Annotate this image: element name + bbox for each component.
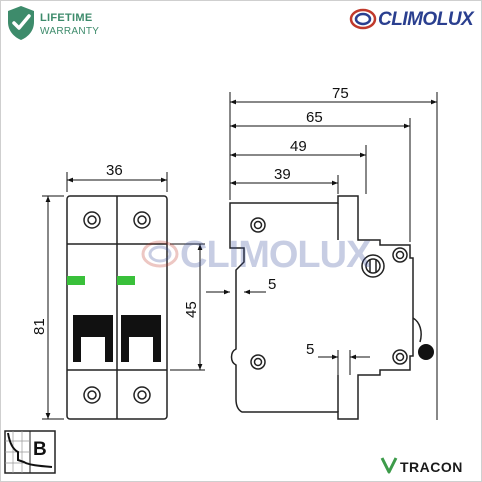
brand-logo: CLIMOLUX: [348, 7, 478, 31]
toggle-levers: [73, 315, 161, 362]
dim-side-65: 65: [306, 109, 323, 126]
dim-side-75: 75: [332, 85, 349, 102]
side-screw-bottom-right: [392, 349, 408, 365]
screw-bottom-right: [133, 386, 151, 404]
front-view: [66, 195, 168, 420]
side-view: [229, 195, 422, 420]
shield-check-icon: [8, 6, 34, 40]
climolux-logo-icon: [349, 8, 377, 30]
lifetime-warranty-badge: LIFETIME WARRANTY: [6, 4, 104, 44]
tracon-logo: TRACON: [380, 456, 480, 478]
side-body: [229, 195, 414, 420]
indicator-right: [117, 276, 135, 285]
indicator-left: [67, 276, 85, 285]
dim-side-39: 39: [274, 166, 291, 183]
dim-front-height: 81: [31, 318, 48, 335]
dim-side-5-top: 5: [268, 276, 276, 293]
screw-top-right: [133, 211, 151, 229]
side-screw-bottom-left: [250, 354, 266, 370]
brand-name: CLIMOLUX: [378, 9, 474, 30]
tracon-logo-icon: [380, 457, 398, 474]
dim-side-5-bottom: 5: [306, 341, 314, 358]
side-rivet: [361, 254, 385, 278]
side-lever-knob: [418, 344, 434, 360]
badge-line-2: WARRANTY: [40, 26, 100, 37]
side-lever-arc: [412, 317, 422, 343]
trip-curve-symbol: B: [4, 430, 56, 474]
side-screw-top-left: [250, 217, 266, 233]
badge-line-1: LIFETIME: [40, 12, 93, 24]
tracon-brand: TRACON: [400, 459, 463, 475]
dim-front-width: 36: [106, 162, 123, 179]
side-screw-top-right: [392, 247, 408, 263]
trip-curve-label: B: [33, 439, 47, 460]
screw-top-left: [83, 211, 101, 229]
dim-window-height: 45: [183, 301, 200, 318]
screw-bottom-left: [83, 386, 101, 404]
dim-side-49: 49: [290, 138, 307, 155]
